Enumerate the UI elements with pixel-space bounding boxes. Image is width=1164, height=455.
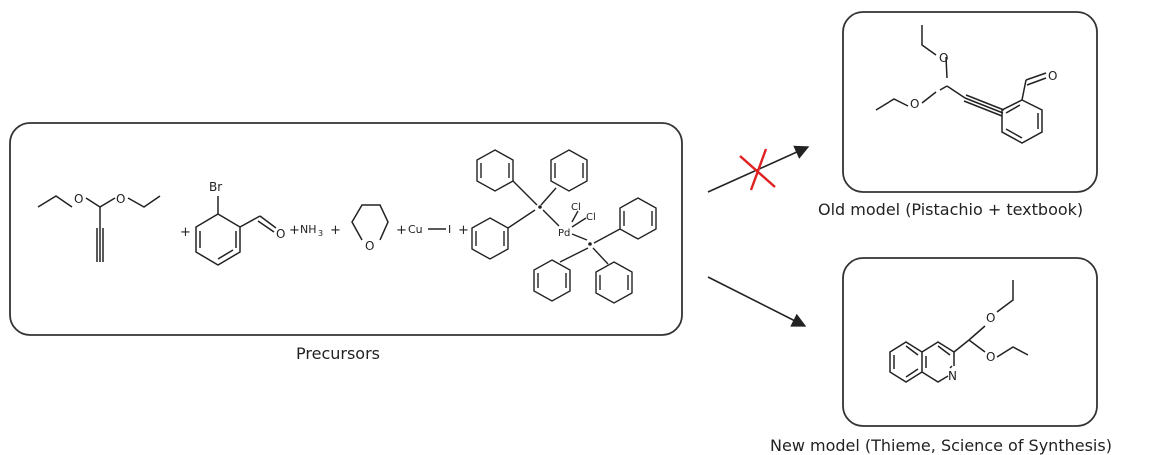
atom-cl: Cl [586,212,596,223]
molecule-bromobenzaldehyde [195,196,277,266]
molecule-old-product [875,25,1047,144]
atom-n: N [948,369,957,383]
atom-br: Br [209,180,222,194]
rejected-cross-icon [739,148,776,191]
atom-p-dot [588,242,592,246]
new-model-caption: New model (Thieme, Science of Synthesis) [770,436,1112,455]
plus-sign: + [330,223,341,238]
molecule-new-product [889,280,1029,383]
plus-sign: + [289,223,300,238]
atom-pd: Pd [558,228,570,239]
molecule-pd-catalyst [471,149,657,304]
arrow-to-new-model [707,276,807,327]
atom-o: O [365,239,374,253]
atom-o: O [986,311,995,325]
atom-o: O [1048,69,1057,83]
precursors-caption: Precursors [296,344,380,363]
atom-nh3: NH [300,223,317,236]
molecule-diethoxypropyne [37,195,161,262]
precursors-box [9,122,683,336]
plus-sign: + [396,223,407,238]
old-model-box [842,11,1098,193]
atom-cu: Cu [408,223,423,236]
atom-o: O [986,350,995,364]
atom-o: O [276,227,285,241]
plus-sign: + [180,225,191,240]
old-model-caption: Old model (Pistachio + textbook) [818,200,1084,219]
atom-o: O [74,192,83,206]
atom-p-dot [538,205,542,209]
atom-o: O [910,97,919,111]
atom-o: O [116,192,125,206]
atom-cl: Cl [571,202,581,213]
plus-sign: + [458,223,469,238]
atom-o: O [939,51,948,65]
atom-nh3-subscript: 3 [318,229,323,238]
molecule-thf [351,204,389,241]
new-model-box [842,257,1098,427]
atom-i: I [448,223,451,236]
